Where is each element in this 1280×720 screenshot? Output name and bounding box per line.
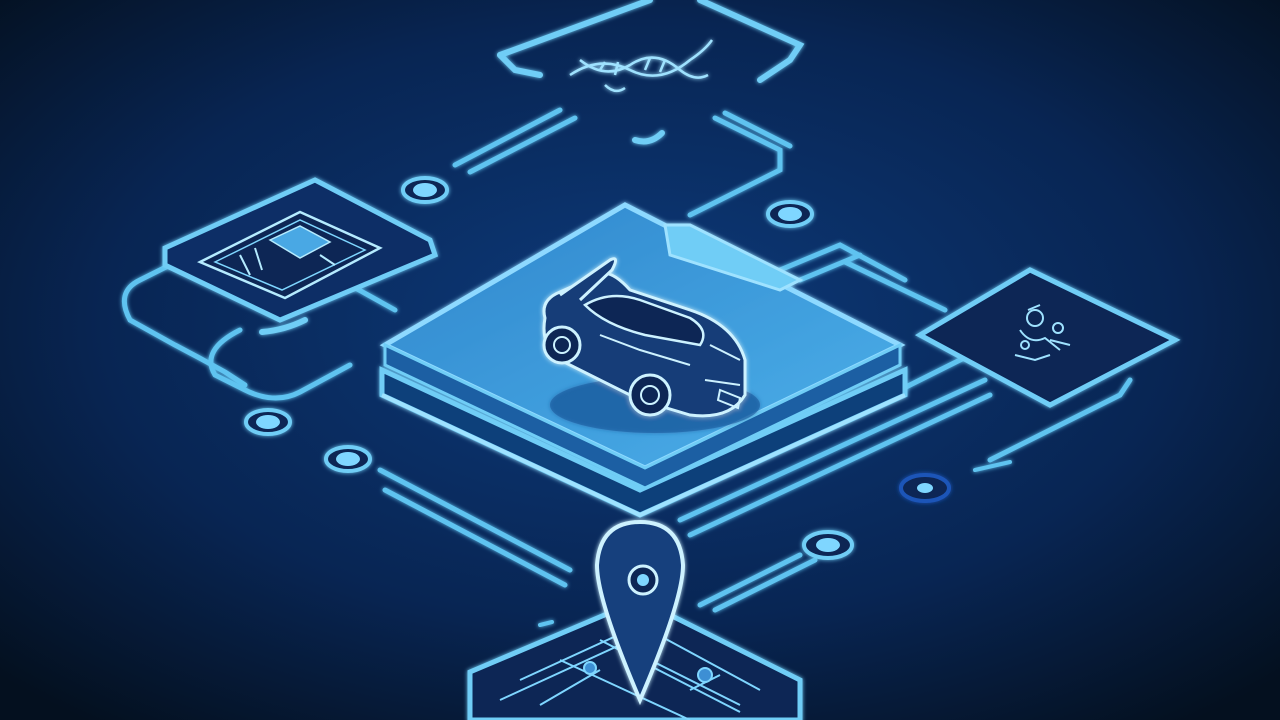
connector-lines	[121, 107, 1133, 613]
node-dot	[324, 445, 372, 473]
car-icon	[542, 257, 760, 433]
node-dot	[401, 176, 449, 204]
left-panel	[162, 177, 439, 335]
node-dot	[802, 530, 854, 560]
location-pin-icon	[594, 519, 686, 706]
top-panel	[497, 0, 805, 145]
node-dot	[899, 473, 951, 503]
node-dot	[766, 200, 814, 228]
circuit-icon	[1014, 304, 1071, 362]
right-panel	[914, 267, 1181, 408]
dashboard-card-icon	[197, 210, 383, 300]
dna-icon	[569, 39, 714, 93]
accent-marks	[538, 460, 1012, 627]
node-dot	[244, 408, 292, 436]
nodes	[244, 176, 951, 560]
